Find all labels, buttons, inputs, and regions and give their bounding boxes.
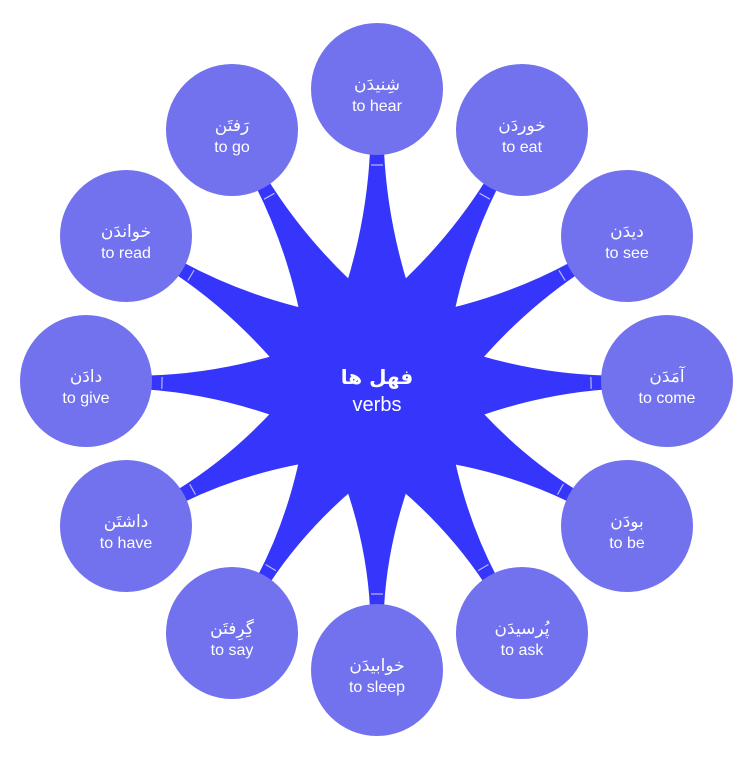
center-topic-bubble [269, 280, 485, 496]
node-bubble-to-see [561, 170, 693, 302]
node-bubble-to-read [60, 170, 192, 302]
node-bubble-to-come [601, 315, 733, 447]
node-bubble-to-be [561, 460, 693, 592]
node-bubble-to-say [166, 567, 298, 699]
node-bubble-to-sleep [311, 604, 443, 736]
node-bubble-to-hear [311, 23, 443, 155]
node-bubble-to-go [166, 64, 298, 196]
node-bubble-to-give [20, 315, 152, 447]
node-bubble-to-ask [456, 567, 588, 699]
node-bubble-to-have [60, 460, 192, 592]
node-bubble-to-eat [456, 64, 588, 196]
